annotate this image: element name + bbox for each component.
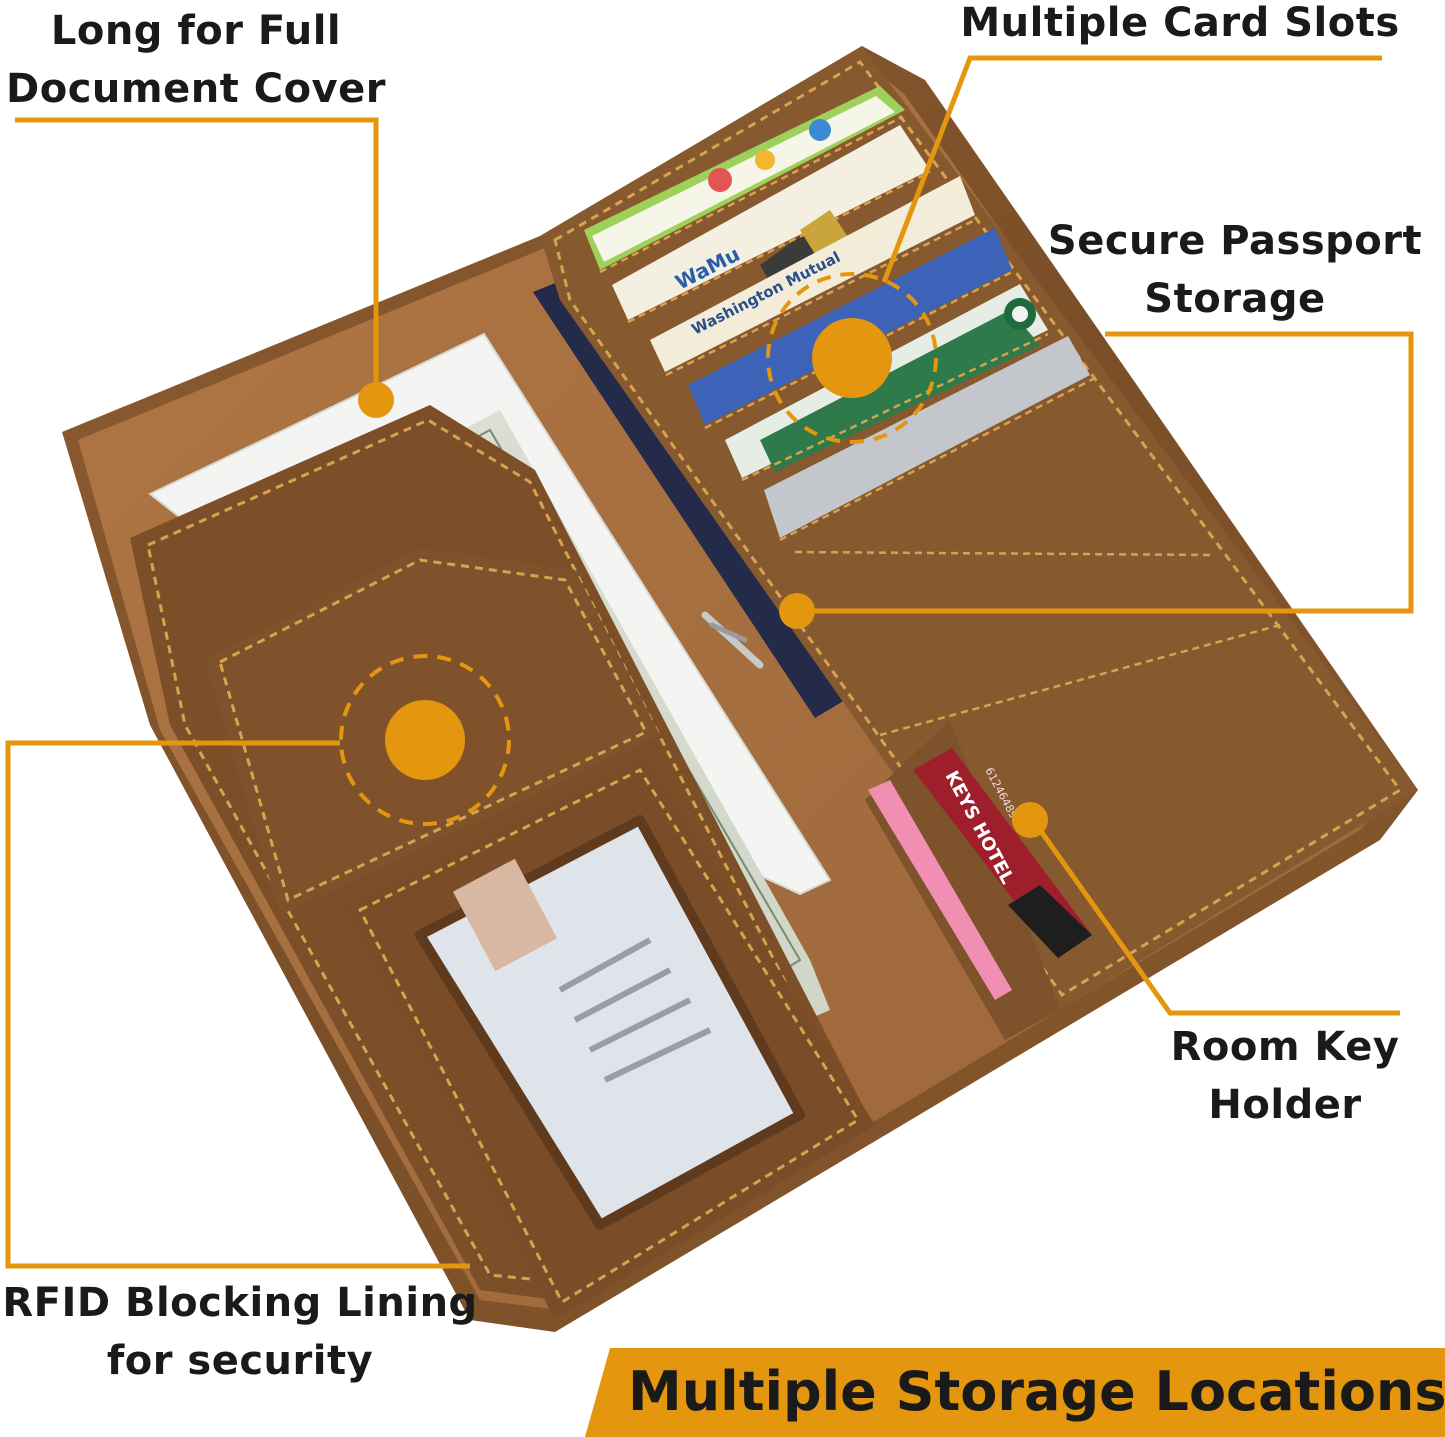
leader-passport: [797, 331, 1414, 614]
label-room-key-line2: Holder: [1208, 1082, 1362, 1128]
label-rfid-line2: for security: [106, 1338, 374, 1384]
marker-room-key: [1012, 802, 1048, 838]
label-passport-line1: Secure Passport: [1047, 218, 1423, 264]
label-document-cover-line2: Document Cover: [6, 66, 386, 112]
label-passport: Secure Passport Storage: [1040, 212, 1430, 328]
label-rfid-line1: RFID Blocking Lining: [2, 1280, 478, 1326]
label-document-cover: Long for Full Document Cover: [0, 2, 392, 118]
id-text-lines: [558, 937, 712, 1083]
label-card-slots: Multiple Card Slots: [960, 0, 1400, 52]
label-card-slots-line1: Multiple Card Slots: [960, 0, 1400, 46]
label-room-key: Room Key Holder: [1165, 1018, 1405, 1134]
label-room-key-line1: Room Key: [1170, 1024, 1400, 1070]
passport: [533, 275, 845, 718]
label-passport-line2: Storage: [1144, 276, 1326, 322]
card-grey: [764, 336, 1090, 538]
leader-card-slots: [881, 55, 1382, 283]
label-rfid: RFID Blocking Lining for security: [0, 1274, 480, 1390]
marker-passport: [779, 593, 815, 629]
id-window-pocket: [345, 755, 875, 1320]
banner-background: [585, 1348, 1445, 1437]
marker-document-cover: [358, 382, 394, 418]
label-document-cover-line1: Long for Full: [50, 8, 342, 54]
callout-lines: [5, 55, 1414, 1269]
id-photo: [452, 858, 558, 972]
card-green: [584, 86, 905, 270]
leader-rfid: [5, 740, 470, 1269]
pen-clip: [701, 611, 764, 669]
marker-card-slots: [766, 272, 938, 444]
banner-title: Multiple Storage Locations: [628, 1360, 1445, 1423]
leader-document-cover: [15, 117, 379, 400]
marker-rfid: [339, 654, 511, 826]
leader-room-key: [1030, 818, 1400, 1016]
